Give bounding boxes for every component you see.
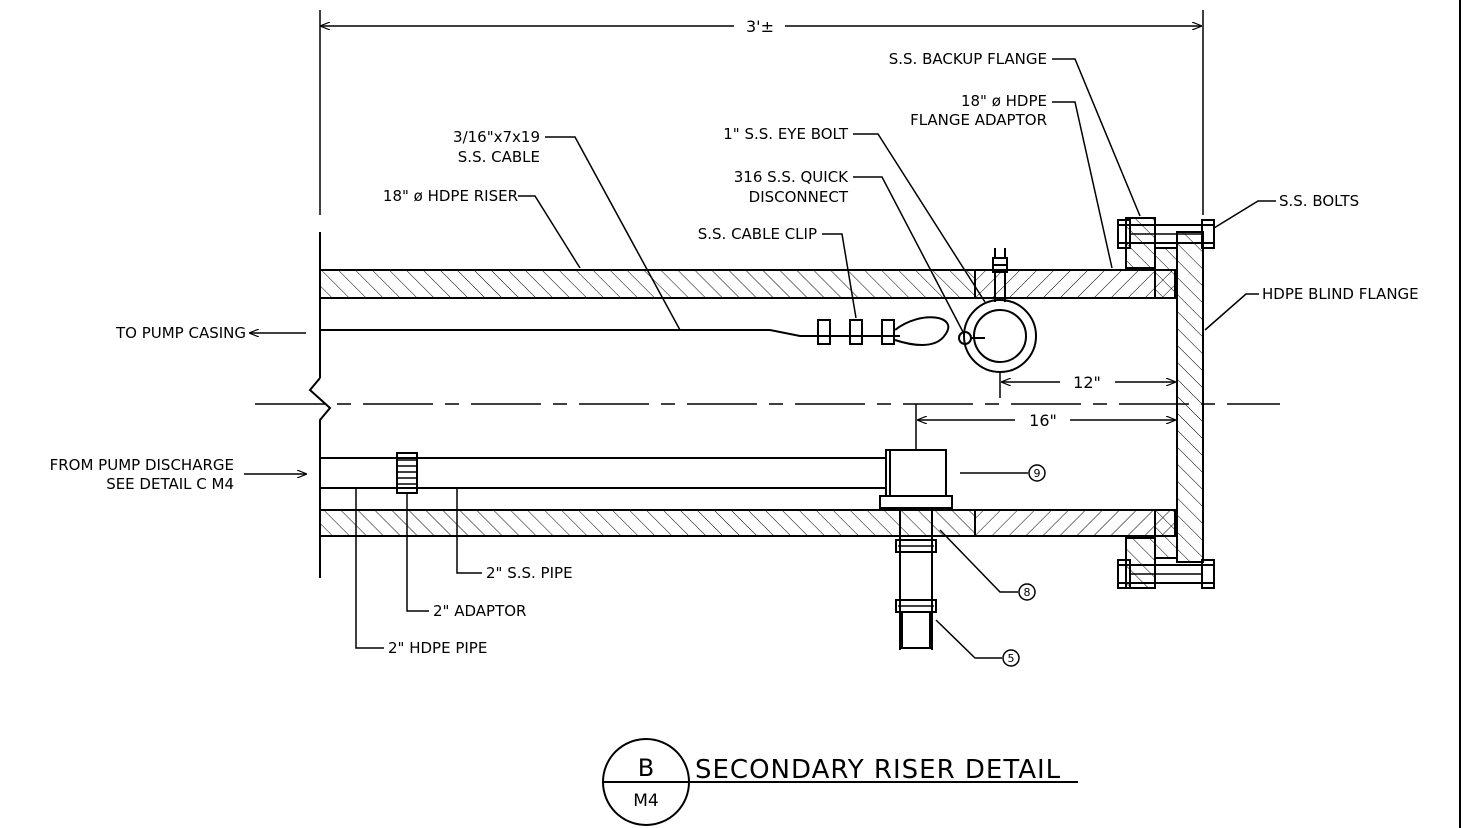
svg-text:2" HDPE PIPE: 2" HDPE PIPE (388, 639, 487, 657)
overall-dimension-text: 3'± (746, 17, 774, 36)
svg-text:S.S. BACKUP FLANGE: S.S. BACKUP FLANGE (889, 50, 1047, 68)
adaptor-neck-bottom (1154, 509, 1178, 559)
riser-wall-bottom (319, 509, 976, 537)
callout-5: 5 (935, 619, 1020, 667)
flange-adaptor-bottom (974, 509, 1176, 537)
label-ss-backup-flange: S.S. BACKUP FLANGE (889, 50, 1141, 217)
svg-text:18" ø HDPE: 18" ø HDPE (961, 92, 1047, 110)
dimension-16-text: 16" (1029, 411, 1057, 430)
label-hdpe-riser: 18" ø HDPE RISER (383, 187, 581, 269)
callout-9: 9 (960, 464, 1046, 482)
svg-text:1" S.S. EYE BOLT: 1" S.S. EYE BOLT (723, 125, 849, 143)
break-line (308, 232, 332, 578)
label-ss-cable: 3/16"x7x19 S.S. CABLE (453, 128, 681, 331)
svg-text:S.S. CABLE: S.S. CABLE (458, 148, 540, 166)
dimension-12-text: 12" (1073, 373, 1101, 392)
ss-bolt-bottom (1117, 559, 1215, 589)
label-flange-adaptor: 18" ø HDPE FLANGE ADAPTOR (910, 92, 1113, 269)
svg-text:S.S. BOLTS: S.S. BOLTS (1279, 192, 1359, 210)
elbow-fitting (879, 449, 953, 650)
svg-text:2" S.S. PIPE: 2" S.S. PIPE (486, 564, 573, 582)
label-adaptor: 2" ADAPTOR (406, 493, 526, 620)
svg-text:FLANGE ADAPTOR: FLANGE ADAPTOR (910, 111, 1047, 129)
svg-text:3/16"x7x19: 3/16"x7x19 (453, 128, 540, 146)
dimension-12: 12" (999, 372, 1175, 398)
svg-text:HDPE BLIND FLANGE: HDPE BLIND FLANGE (1262, 285, 1419, 303)
adaptor-neck-top (1154, 247, 1178, 299)
callout-8: 8 (939, 529, 1036, 601)
overall-dimension: 3'± (319, 10, 1204, 215)
label-hdpe-blind-flange: HDPE BLIND FLANGE (1204, 285, 1419, 331)
label-hdpe-pipe: 2" HDPE PIPE (355, 488, 487, 657)
discharge-pipe (320, 452, 886, 494)
riser-wall-top (319, 269, 976, 299)
label-to-pump-casing: TO PUMP CASING (115, 324, 306, 342)
eye-bolt (958, 248, 1037, 373)
label-from-pump-discharge: FROM PUMP DISCHARGE SEE DETAIL C M4 (50, 456, 306, 493)
ss-bolt-top (1117, 219, 1215, 249)
label-ss-bolts: S.S. BOLTS (1213, 192, 1359, 229)
detail-title-block: B M4 SECONDARY RISER DETAIL (602, 738, 1078, 826)
detail-sheet: M4 (633, 791, 658, 811)
svg-text:S.S. CABLE CLIP: S.S. CABLE CLIP (698, 225, 817, 243)
detail-title: SECONDARY RISER DETAIL (695, 755, 1061, 785)
callout-5-text: 5 (1008, 652, 1015, 665)
svg-text:2" ADAPTOR: 2" ADAPTOR (433, 602, 526, 620)
svg-text:TO PUMP CASING: TO PUMP CASING (115, 324, 246, 342)
detail-letter: B (638, 754, 654, 782)
hdpe-blind-flange (1176, 231, 1204, 563)
callout-9-text: 9 (1034, 467, 1041, 480)
dimension-16: 16" (915, 404, 1175, 450)
svg-text:SEE DETAIL C M4: SEE DETAIL C M4 (106, 475, 234, 493)
svg-text:316 S.S. QUICK: 316 S.S. QUICK (734, 168, 849, 186)
label-eye-bolt: 1" S.S. EYE BOLT (723, 125, 986, 303)
label-ss-pipe: 2" S.S. PIPE (456, 488, 573, 582)
svg-text:FROM PUMP DISCHARGE: FROM PUMP DISCHARGE (50, 456, 234, 474)
ss-cable (320, 316, 949, 346)
label-cable-clip: S.S. CABLE CLIP (698, 225, 857, 319)
svg-text:DISCONNECT: DISCONNECT (749, 188, 849, 206)
callout-8-text: 8 (1024, 586, 1031, 599)
label-quick-disconnect: 316 S.S. QUICK DISCONNECT (734, 168, 964, 333)
svg-text:18" ø HDPE RISER: 18" ø HDPE RISER (383, 187, 518, 205)
